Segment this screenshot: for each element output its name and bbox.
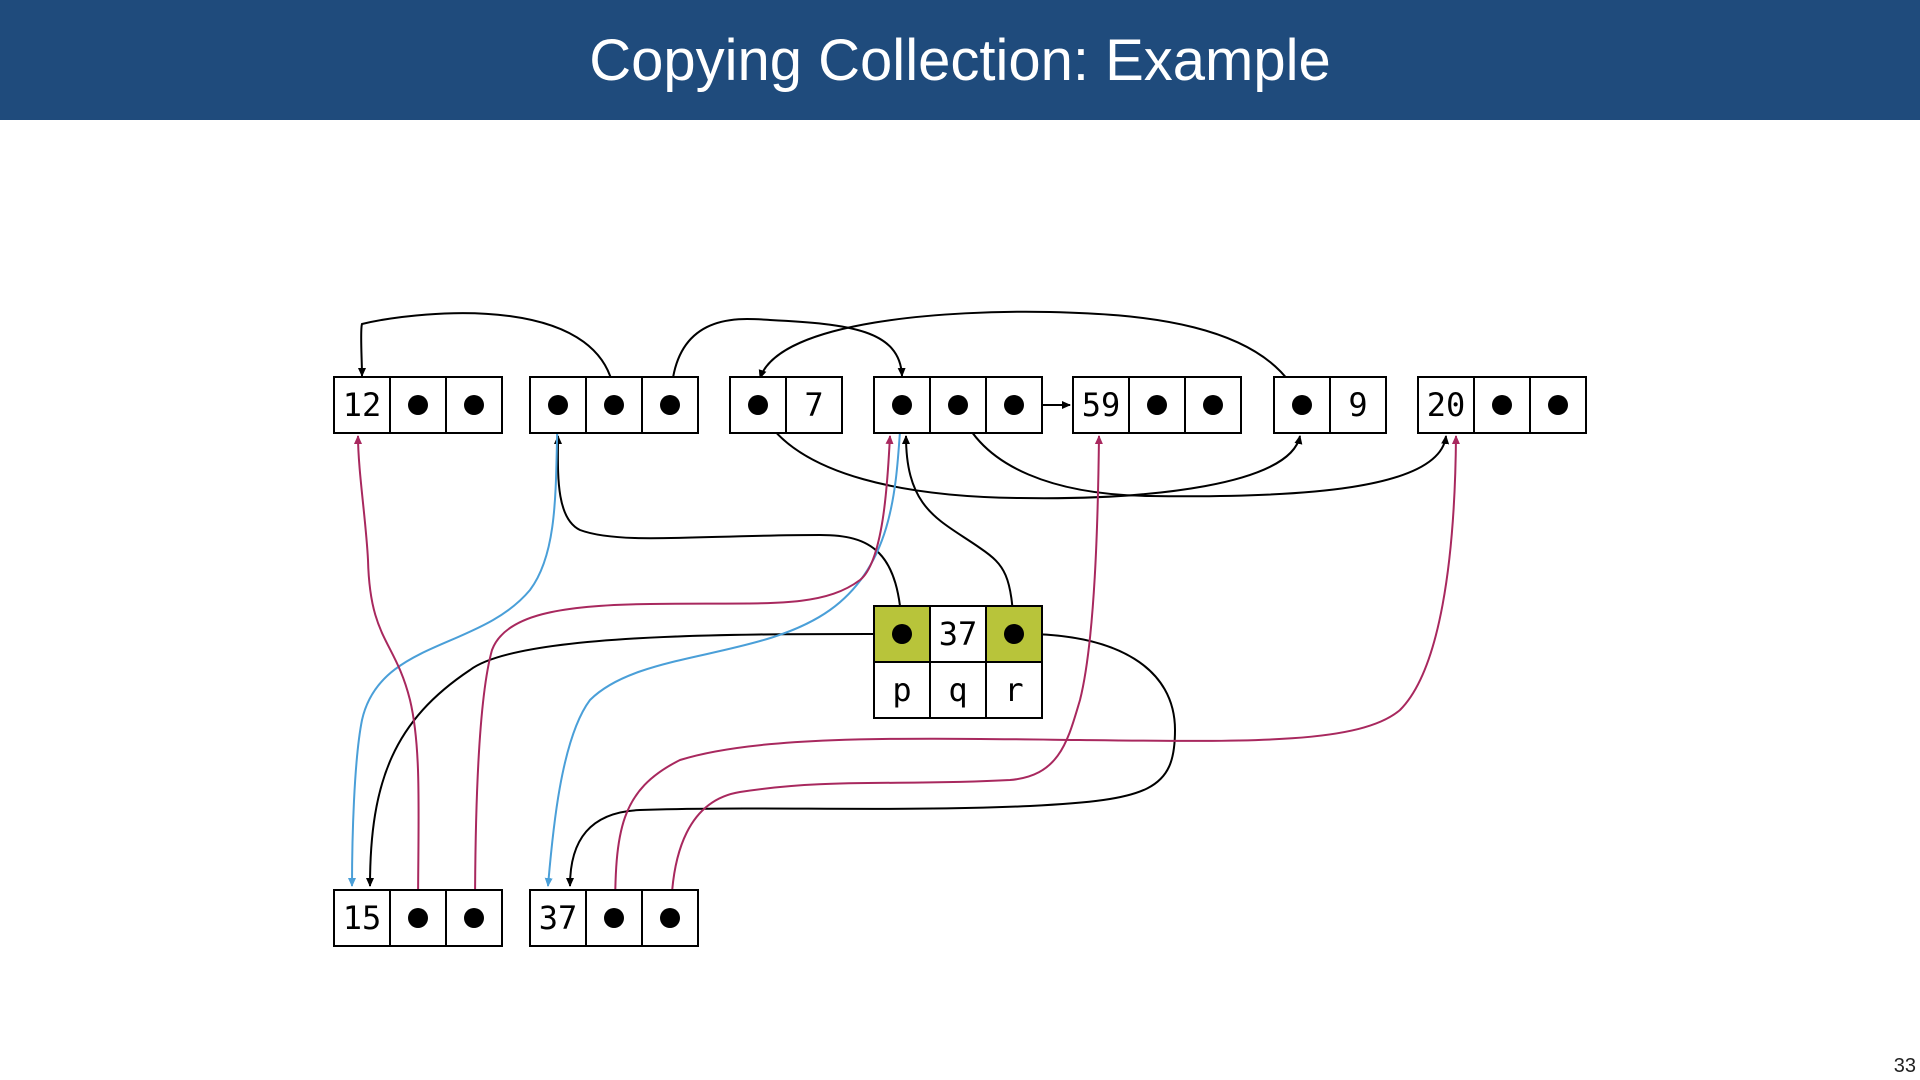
pointer-dot bbox=[464, 908, 484, 928]
cell-value: 20 bbox=[1427, 386, 1466, 424]
cell bbox=[873, 661, 931, 719]
object-to15: 15 bbox=[333, 889, 503, 947]
object-obj12: 12 bbox=[333, 376, 503, 434]
cell bbox=[985, 661, 1043, 719]
cell-value: p bbox=[892, 671, 911, 709]
edge-r-to-objB bbox=[902, 435, 1015, 635]
cell bbox=[929, 376, 987, 434]
cell bbox=[785, 376, 843, 434]
edge-to37-to-obj20 bbox=[614, 435, 1460, 919]
cell-value: 12 bbox=[343, 386, 382, 424]
cell-value: r bbox=[1004, 671, 1023, 709]
edge-obj9-to-obj59 bbox=[758, 310, 1303, 406]
slide-title: Copying Collection: Example bbox=[589, 27, 1331, 93]
edge-r-to-to37 bbox=[566, 632, 1177, 887]
edge-objB-to-obj20 bbox=[957, 404, 1450, 498]
cell-value: 15 bbox=[343, 899, 382, 937]
pointer-dot bbox=[748, 395, 768, 415]
cell-value: q bbox=[948, 671, 967, 709]
cell bbox=[333, 376, 391, 434]
cell bbox=[389, 376, 447, 434]
title-bar: Copying Collection: Example bbox=[0, 0, 1920, 120]
pointer-dot bbox=[660, 908, 680, 928]
pointer-dot bbox=[408, 908, 428, 928]
pointer-dot bbox=[604, 395, 624, 415]
cell-value: 59 bbox=[1082, 386, 1121, 424]
object-roots_values: 37 bbox=[873, 605, 1043, 663]
edge-obj7-to-obj9 bbox=[757, 404, 1303, 500]
pointer-dot bbox=[1004, 395, 1024, 415]
pointer-dot bbox=[1292, 395, 1312, 415]
cell bbox=[1329, 376, 1387, 434]
page-number: 33 bbox=[1893, 1055, 1916, 1077]
edge-objB-to-to37 bbox=[544, 404, 903, 887]
edges bbox=[348, 310, 1460, 919]
pointer-dot bbox=[1203, 395, 1223, 415]
pointer-dot bbox=[464, 395, 484, 415]
object-obj7: 7 bbox=[729, 376, 843, 434]
object-obj9: 9 bbox=[1273, 376, 1387, 434]
edge-to15-to-obj12 bbox=[354, 435, 420, 919]
edge-to15-to-objB bbox=[474, 435, 894, 919]
pointer-dot bbox=[892, 395, 912, 415]
pointer-dot bbox=[548, 395, 568, 415]
pointer-dot bbox=[604, 908, 624, 928]
cell-value: 7 bbox=[804, 386, 823, 424]
cell-value: 9 bbox=[1348, 386, 1367, 424]
edge-objA-to-obj12 bbox=[357, 312, 616, 406]
cell-value: 37 bbox=[539, 899, 578, 937]
pointer-dot bbox=[660, 395, 680, 415]
cell bbox=[529, 889, 587, 947]
cell bbox=[929, 661, 987, 719]
edge-objA-to-to15 bbox=[348, 404, 559, 887]
object-to37: 37 bbox=[529, 889, 699, 947]
pointer-dot bbox=[1147, 395, 1167, 415]
pointer-dot bbox=[408, 395, 428, 415]
edge-objA-to-objB bbox=[669, 317, 906, 406]
cell-value: 37 bbox=[939, 615, 978, 653]
object-objB bbox=[873, 376, 1043, 434]
pointer-dot bbox=[1548, 395, 1568, 415]
edge-to37-to-obj59 bbox=[670, 435, 1103, 919]
pointer-dot bbox=[1004, 624, 1024, 644]
pointer-dot bbox=[892, 624, 912, 644]
pointer-dot bbox=[948, 395, 968, 415]
object-obj20: 20 bbox=[1417, 376, 1587, 434]
pointer-dot bbox=[1492, 395, 1512, 415]
object-objA bbox=[529, 376, 699, 434]
object-obj59: 59 bbox=[1072, 376, 1242, 434]
edge-p-to-to15 bbox=[366, 632, 903, 887]
